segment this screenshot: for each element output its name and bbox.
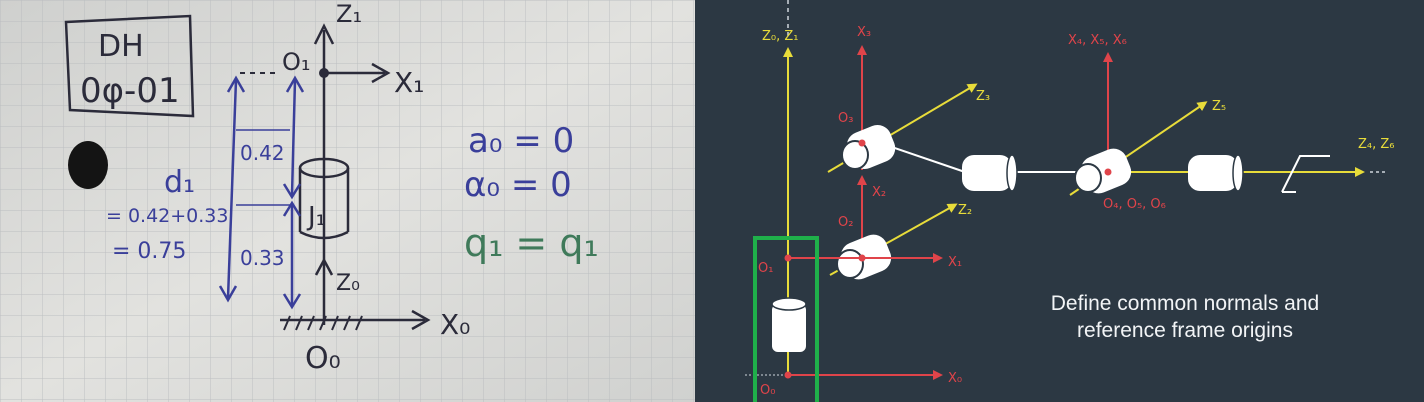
- frame-z1-label: Z₁: [336, 0, 362, 28]
- axis-z4z6-label: Z₄, Z₆: [1358, 137, 1395, 152]
- link-cylinder: [962, 154, 1018, 192]
- joint-3: [841, 124, 896, 170]
- d1-equation-line1: = 0.42+0.33: [106, 205, 229, 227]
- origin-o1-label: O₁: [282, 48, 311, 76]
- box-title-line1: DH: [98, 29, 144, 64]
- equation-alpha0: α₀ = 0: [464, 165, 572, 205]
- axis-x456-label: X₄, X₅, X₆: [1068, 33, 1127, 48]
- joint-label: J₁: [306, 202, 326, 232]
- frame-z0-label: Z₀: [336, 271, 360, 296]
- axis-z3-label: Z₃: [976, 89, 990, 104]
- caption-line-2: reference frame origins: [1077, 319, 1293, 342]
- axis-x2-label: X₂: [872, 185, 886, 200]
- robot-arm-schematic-panel: Z₀, Z₁ X₃ X₂ X₄, X₅, X₆ Z₃ Z₅ Z₂ Z₄, Z₆: [695, 0, 1424, 402]
- highlight-box: [753, 236, 819, 402]
- dimension-lower: 0.33: [240, 246, 285, 270]
- equation-q1: q₁ = q₁: [464, 221, 599, 265]
- axis-x3-label: X₃: [857, 25, 871, 40]
- origin-o0-label: O₀: [305, 341, 341, 376]
- origin-o0-label: O₀: [760, 383, 775, 398]
- handwritten-diagram: DH 0φ-01 Z₁ X₁ O₁ J₁ Z₀ X₀ O₀: [0, 0, 695, 402]
- axis-z2-label: Z₂: [958, 203, 972, 218]
- robot-arm-schematic: Z₀, Z₁ X₃ X₂ X₄, X₅, X₆ Z₃ Z₅ Z₂ Z₄, Z₆: [695, 0, 1424, 402]
- dh-title-box: [64, 14, 195, 118]
- box-title-line2: 0φ-01: [80, 71, 180, 111]
- origin-o3-label: O₃: [838, 111, 853, 126]
- origin-o2-label: O₂: [838, 215, 853, 230]
- axis-z0z1-label: Z₀, Z₁: [762, 29, 799, 44]
- axis-x0-label: X₀: [948, 371, 962, 386]
- dimension-upper: 0.42: [240, 141, 285, 165]
- d1-equation-line2: = 0.75: [112, 239, 186, 264]
- handwritten-notes-panel: DH 0φ-01 Z₁ X₁ O₁ J₁ Z₀ X₀ O₀: [0, 0, 695, 402]
- punch-hole: [68, 141, 108, 189]
- origin-o456-label: O₄, O₅, O₆: [1103, 197, 1166, 212]
- axis-z5-label: Z₅: [1212, 99, 1226, 114]
- origin-o1-label: O₁: [758, 261, 773, 276]
- d1-label: d₁: [164, 165, 195, 200]
- schematic-caption: Define common normals and reference fram…: [1010, 290, 1360, 344]
- frame-x0-label: X₀: [440, 308, 470, 341]
- frame-x1-label: X₁: [394, 66, 424, 99]
- base-joint: [771, 297, 807, 352]
- equation-a0: a₀ = 0: [468, 121, 574, 161]
- caption-line-1: Define common normals and: [1050, 292, 1320, 315]
- axis-x1-label: X₁: [948, 255, 962, 270]
- wrist-cylinder: [1188, 154, 1244, 192]
